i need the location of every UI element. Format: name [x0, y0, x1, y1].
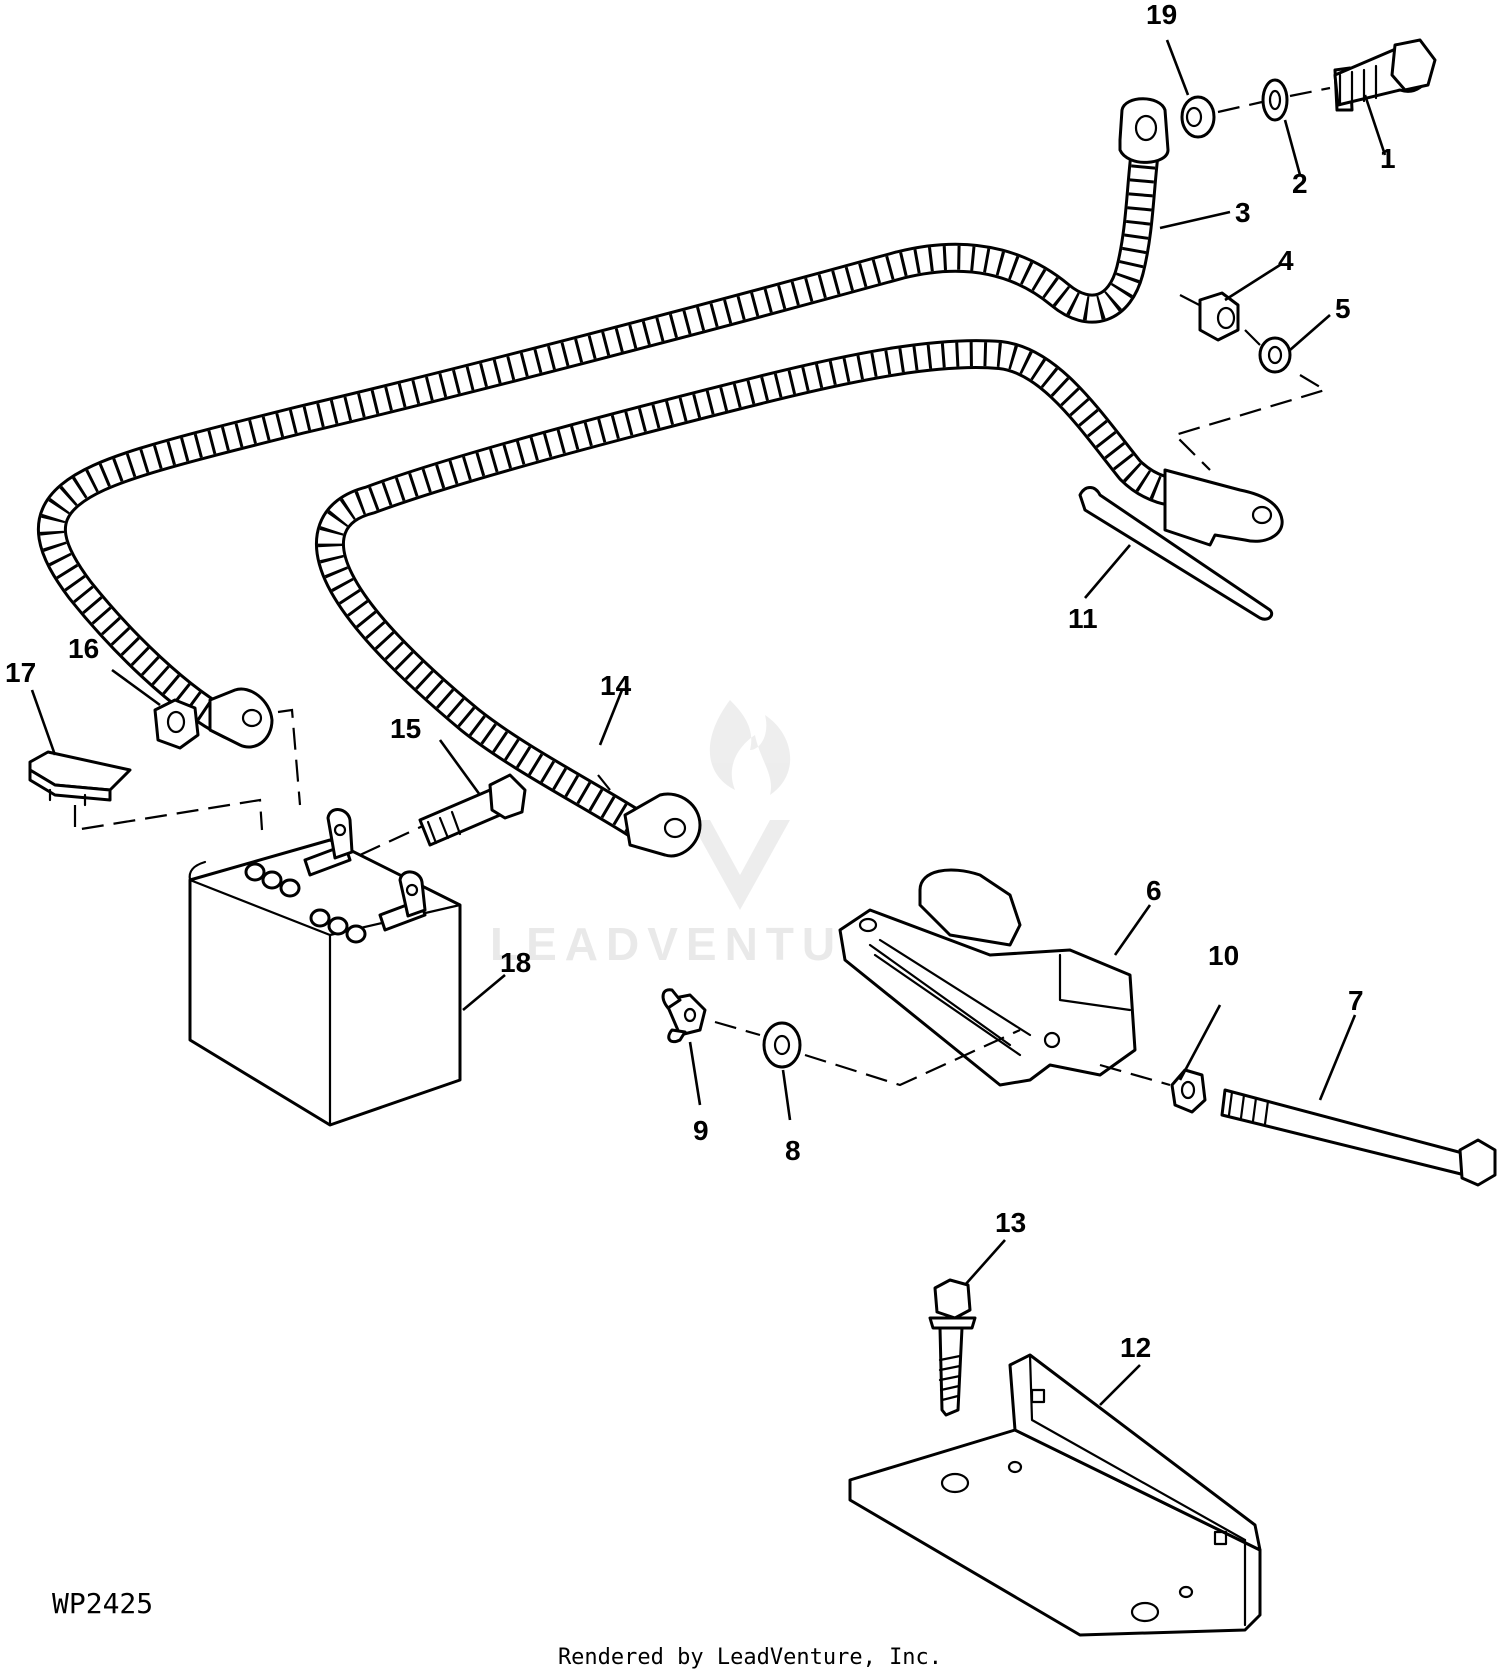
- callout-6: 6: [1146, 875, 1162, 906]
- callout-4: 4: [1278, 245, 1294, 276]
- long-bolt-7: [1220, 1088, 1497, 1187]
- callout-2: 2: [1292, 168, 1308, 199]
- callout-15: 15: [390, 713, 421, 744]
- cable-3-battery-terminal: [208, 687, 274, 749]
- callout-1: 1: [1380, 143, 1396, 174]
- hold-down-6: [838, 868, 1137, 1087]
- terminal-cover-17: [28, 750, 132, 807]
- callout-13: 13: [995, 1207, 1026, 1238]
- wing-nut-9: [661, 988, 707, 1044]
- callout-19: 19: [1146, 0, 1177, 30]
- battery-vent-caps: [244, 862, 367, 944]
- callout-11: 11: [1068, 603, 1098, 634]
- cable-14: [315, 339, 1200, 845]
- bolt-13: [928, 1278, 977, 1417]
- lock-washer-2: [1261, 78, 1289, 122]
- nut-16: [153, 698, 200, 750]
- lock-washer-5: [1258, 336, 1292, 374]
- nut-10: [1170, 1068, 1207, 1114]
- callout-7: 7: [1348, 985, 1364, 1016]
- callout-14: 14: [600, 670, 632, 701]
- bracket-12: [848, 1353, 1262, 1637]
- callout-12: 12: [1120, 1332, 1151, 1363]
- battery-terminal-right: [378, 870, 427, 932]
- assembly-lines-holddown: [714, 1020, 1171, 1087]
- tie-strap-11: [1078, 486, 1274, 621]
- callout-17: 17: [5, 657, 36, 688]
- callout-8: 8: [785, 1135, 801, 1166]
- battery-18: [188, 808, 462, 1127]
- callout-10: 10: [1208, 940, 1239, 971]
- callout-5: 5: [1335, 293, 1351, 324]
- bolt-1: [1333, 38, 1437, 112]
- footer-credit: Rendered by LeadVenture, Inc.: [558, 1645, 942, 1670]
- cable-14-battery-terminal: [623, 792, 702, 858]
- bolt-15: [418, 773, 527, 847]
- nut-4: [1198, 291, 1240, 342]
- cable-3-top-terminal: [1118, 97, 1170, 164]
- leader-lines: [30, 39, 1387, 1406]
- callout-18: 18: [500, 947, 531, 978]
- battery-terminal-left: [303, 808, 354, 877]
- callout-3: 3: [1235, 197, 1251, 228]
- cable-3: [37, 135, 1160, 740]
- washer-8: [762, 1021, 802, 1069]
- assembly-lines-top: [1172, 86, 1331, 471]
- cable-14-angled-terminal: [1163, 468, 1284, 547]
- assembly-lines-battery: [73, 708, 611, 856]
- callout-9: 9: [693, 1115, 709, 1146]
- callout-16: 16: [68, 633, 99, 664]
- callout-labels: 19 2 1 3 4 5 11 14 15 16 17 18 6 10 7 8 …: [5, 0, 1396, 1363]
- nut-19: [1180, 95, 1216, 139]
- figure-id: WP2425: [52, 1587, 153, 1620]
